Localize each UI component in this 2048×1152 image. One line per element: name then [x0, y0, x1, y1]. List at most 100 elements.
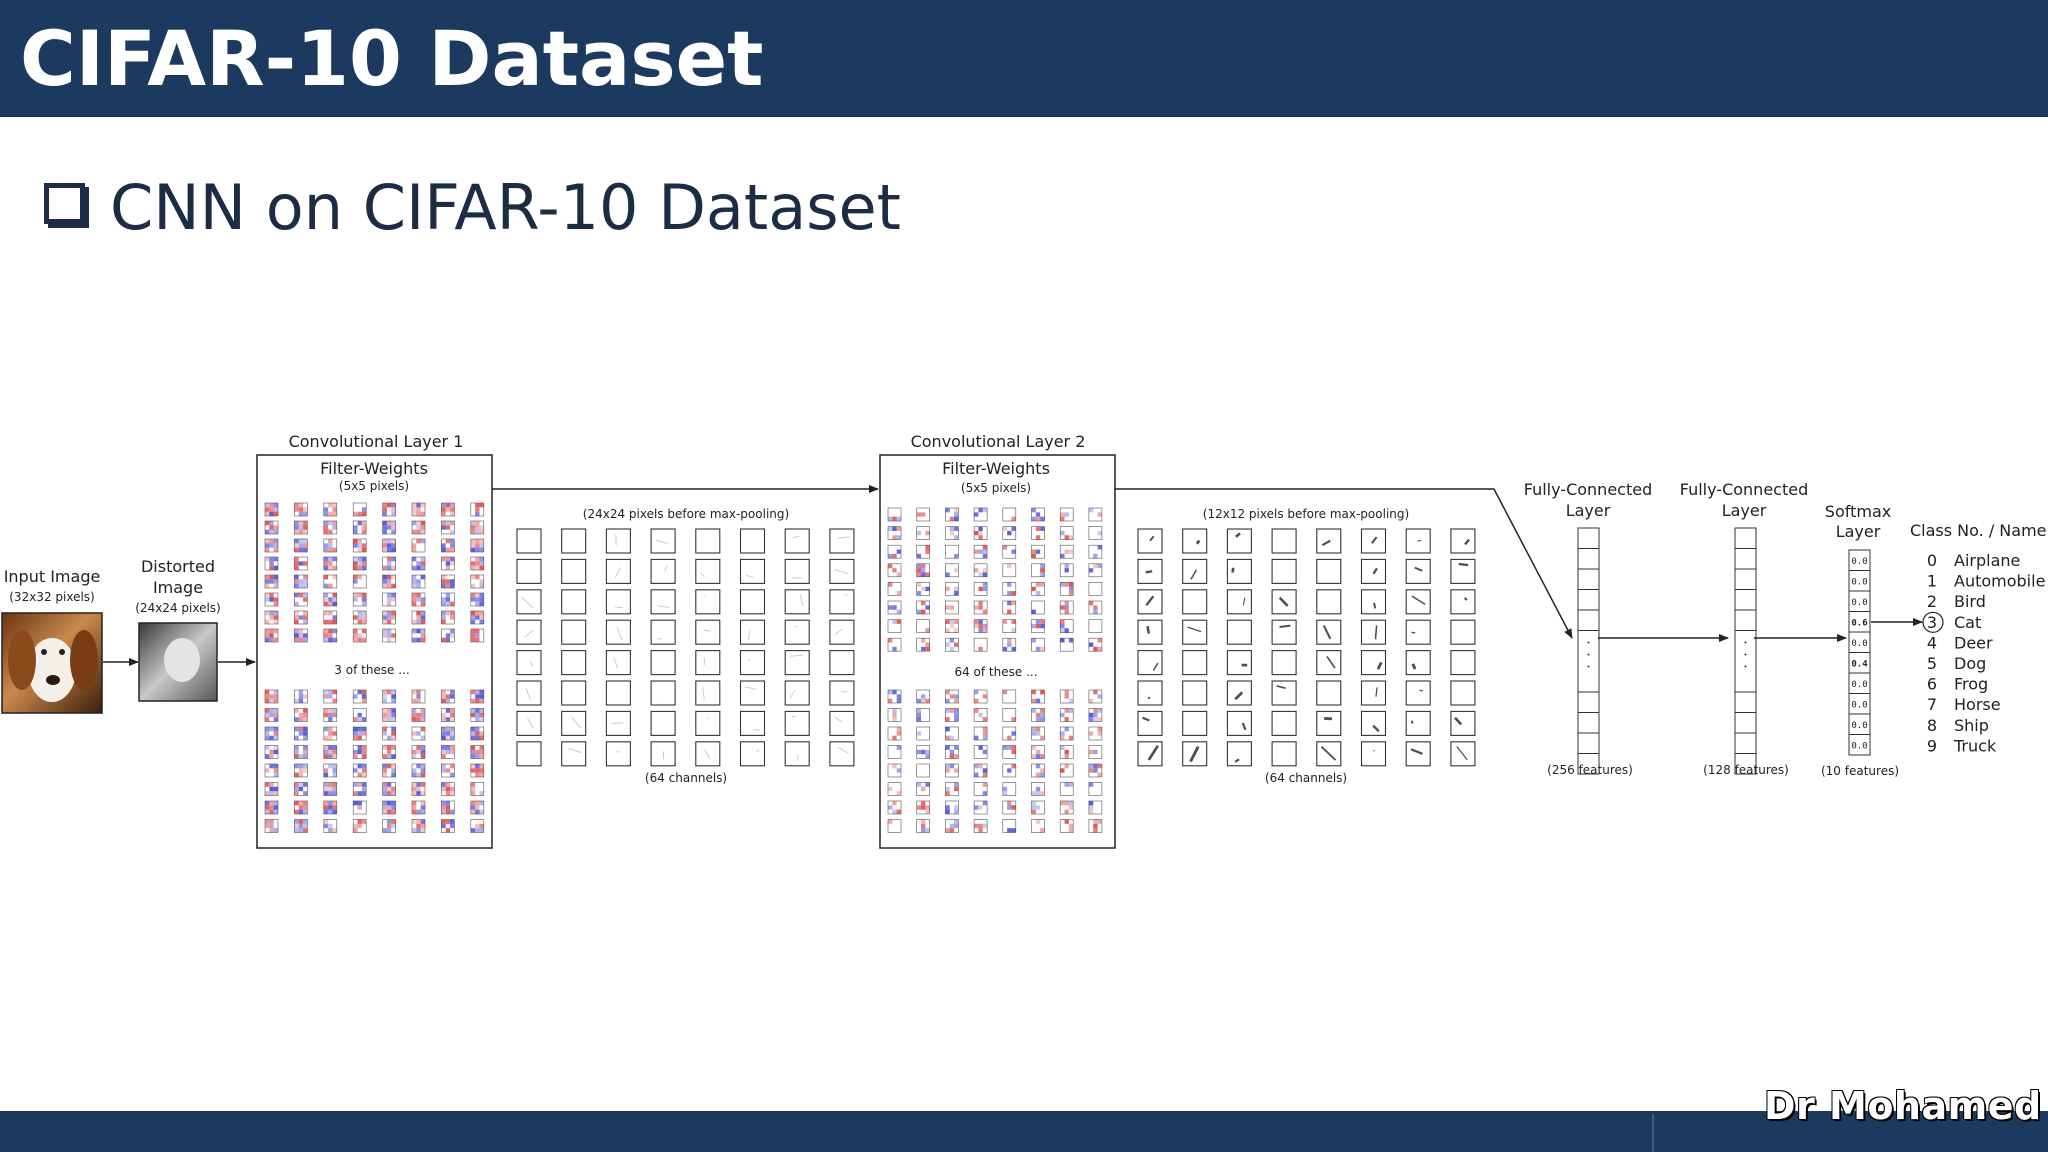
filter-tile [470, 628, 485, 643]
channel-tile [1450, 558, 1476, 584]
softmax-value: 0.0 [1851, 598, 1867, 608]
filter-tile [352, 745, 367, 759]
filter-tile [352, 628, 367, 643]
channel-tile [739, 680, 766, 706]
filter-tile [887, 600, 902, 615]
class-row: 3 Cat [1922, 611, 1981, 633]
channel-tile [1182, 558, 1208, 584]
fc1-layer-column [1577, 527, 1600, 775]
channel-tile [1405, 650, 1431, 676]
channel-tile [784, 680, 810, 706]
author-name: Dr Mohamed [1764, 1084, 2042, 1128]
class-number: 5 [1927, 654, 1937, 673]
channel-tile [1182, 680, 1208, 706]
filter-tile [264, 708, 279, 722]
filter-tile [973, 563, 988, 578]
filter-tile [1088, 563, 1103, 578]
channel-tile [1360, 528, 1387, 554]
conv1-channels-count: (64 channels) [645, 771, 727, 785]
channel-tile [739, 589, 766, 615]
filter-tile [323, 502, 338, 517]
filter-tile [1059, 637, 1074, 652]
filter-tile [1002, 726, 1017, 741]
filter-tile [916, 582, 931, 596]
input-image-label: Input Image [4, 567, 101, 586]
neuron-cell [1577, 589, 1600, 611]
filter-tile [1088, 544, 1103, 559]
filter-tile [1031, 600, 1045, 615]
filter-tile [411, 745, 426, 759]
filter-tile [382, 592, 396, 607]
channel-tile [1182, 650, 1208, 676]
channel-tile [1360, 650, 1387, 676]
filter-tile [887, 619, 902, 633]
filter-tile [323, 708, 338, 722]
class-number: 8 [1927, 716, 1937, 735]
filter-tile [1031, 526, 1045, 540]
class-number: 3 [1927, 613, 1937, 632]
filter-tile [1059, 819, 1074, 833]
filter-tile [264, 819, 279, 833]
channel-tile [1405, 558, 1431, 584]
filter-tile [916, 689, 931, 704]
filter-tile [1002, 582, 1017, 596]
filter-tile [1088, 689, 1103, 704]
softmax-layer-column: 0.00.00.00.60.00.40.00.00.00.0 [1848, 549, 1871, 756]
filter-tile [1031, 507, 1045, 522]
filter-tile [323, 745, 338, 759]
conv2-channels-count: (64 channels) [1265, 771, 1347, 785]
class-name: Frog [1954, 675, 1988, 694]
filter-tile [916, 637, 931, 652]
neuron-cell [1734, 548, 1757, 570]
filter-tile [973, 526, 988, 540]
channel-tile [1226, 650, 1252, 676]
filter-tile [411, 819, 426, 833]
filter-tile [441, 726, 455, 741]
neuron-cell [1577, 568, 1600, 590]
channel-tile [1137, 528, 1163, 554]
softmax-label-1: Softmax [1825, 502, 1891, 521]
conv1-filter-label: Filter-Weights [320, 459, 428, 478]
filter-tile [294, 592, 308, 607]
filter-tile [887, 726, 902, 741]
filter-tile [1031, 582, 1045, 596]
filter-tile [1002, 563, 1017, 578]
footer-bar [0, 1111, 2048, 1152]
channel-tile [605, 710, 631, 736]
filter-tile [916, 819, 931, 833]
conv2-filter-label: Filter-Weights [942, 459, 1050, 478]
neuron-cell [1577, 691, 1600, 713]
conv1-title: Convolutional Layer 1 [289, 432, 464, 451]
channel-tile [561, 589, 587, 615]
filter-tile [973, 600, 988, 615]
filter-tile [945, 600, 959, 615]
channel-tile [829, 741, 855, 767]
checkbox-bullet-icon [44, 183, 85, 224]
filter-tile [382, 782, 396, 796]
filter-tile [323, 574, 338, 589]
class-name: Cat [1954, 613, 1981, 632]
filter-tile [294, 819, 308, 833]
filter-tile [323, 592, 338, 607]
filter-tile [1059, 689, 1074, 704]
channel-tile [1360, 710, 1387, 736]
channel-tile [1182, 589, 1208, 615]
filter-tile [441, 708, 455, 722]
filter-tile [441, 538, 455, 553]
filter-tile [1059, 526, 1074, 540]
class-list-header: Class No. / Name [1910, 521, 2047, 540]
channel-tile [1271, 680, 1297, 706]
filter-tile [441, 819, 455, 833]
neuron-cell [1734, 712, 1757, 734]
filter-tile [294, 708, 308, 722]
channel-tile [829, 680, 855, 706]
filter-tile [264, 763, 279, 778]
distorted-image-size: (24x24 pixels) [135, 601, 220, 615]
filter-tile [294, 763, 308, 778]
filter-tile [1031, 782, 1045, 796]
channel-tile [1405, 710, 1431, 736]
filter-tile [294, 689, 308, 704]
channel-tile [784, 710, 810, 736]
